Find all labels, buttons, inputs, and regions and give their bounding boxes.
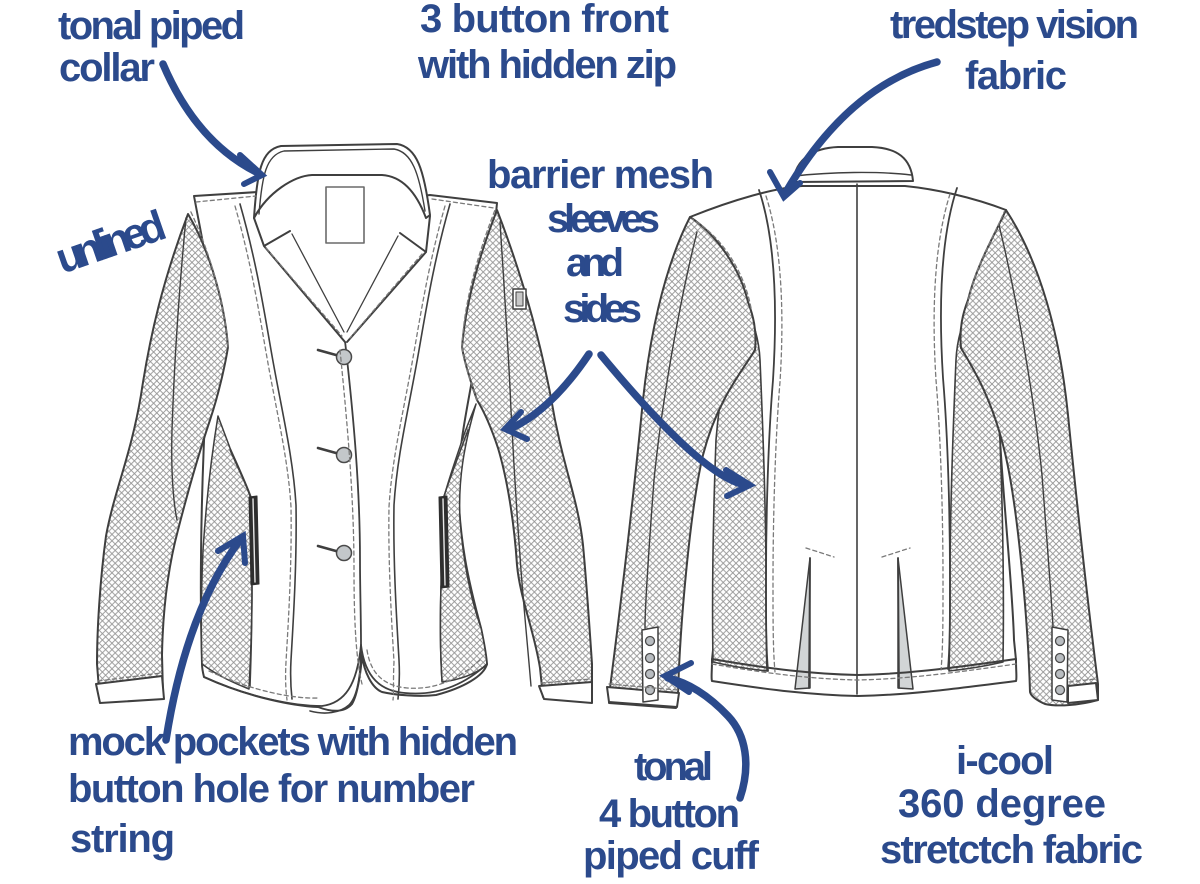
svg-text:tredstep vision: tredstep vision [890, 3, 1139, 47]
svg-text:button hole for number: button hole for number [68, 767, 475, 811]
svg-text:stretctch fabric: stretctch fabric [880, 828, 1143, 872]
svg-text:piped cuff: piped cuff [583, 834, 760, 878]
svg-text:mock pockets with hidden: mock pockets with hidden [68, 720, 518, 764]
svg-text:360 degree: 360 degree [898, 782, 1106, 826]
svg-text:3 button front: 3 button front [420, 0, 669, 41]
svg-text:string: string [70, 817, 175, 861]
svg-text:i-cool: i-cool [956, 739, 1054, 783]
svg-text:fabric: fabric [965, 54, 1067, 98]
svg-text:tonal: tonal [634, 745, 713, 789]
svg-text:with hidden zip: with hidden zip [417, 43, 677, 87]
svg-text:sleeves: sleeves [547, 197, 660, 241]
svg-text:unlined: unlined [50, 201, 172, 283]
svg-text:sides: sides [563, 287, 642, 331]
svg-text:and: and [566, 241, 624, 285]
svg-text:4 button: 4 button [599, 792, 740, 836]
svg-text:barrier mesh: barrier mesh [487, 153, 714, 197]
svg-text:tonal piped: tonal piped [58, 4, 245, 48]
svg-text:collar: collar [59, 46, 155, 90]
